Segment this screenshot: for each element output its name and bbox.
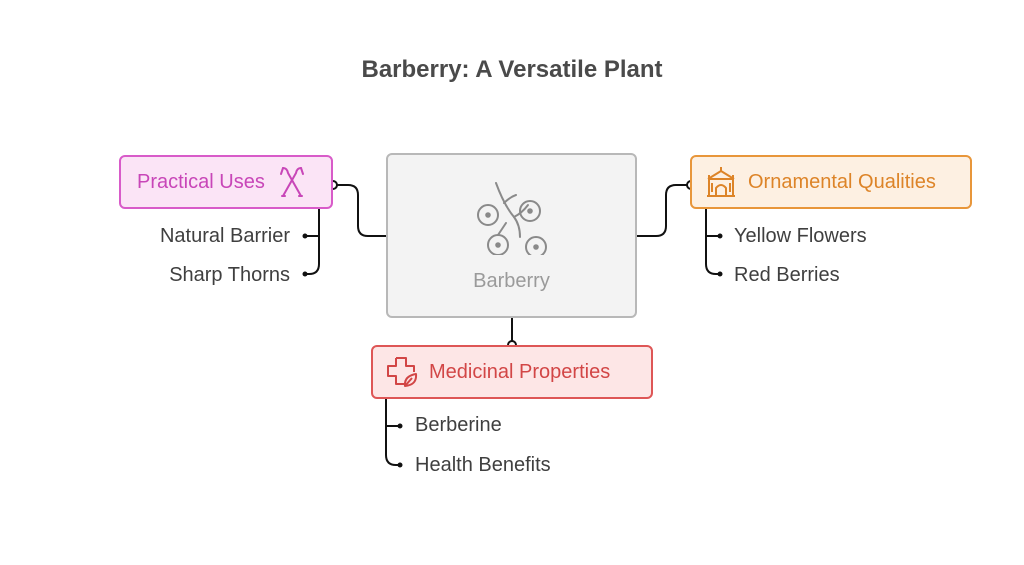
leaf-dot <box>397 423 403 429</box>
diagram-title: Barberry: A Versatile Plant <box>361 56 663 83</box>
leaf-red-berries: Red Berries <box>734 264 840 286</box>
leaf-dot <box>717 271 723 277</box>
branch-label: Practical Uses <box>137 170 265 193</box>
leaf-health-benefits: Health Benefits <box>415 454 551 476</box>
leaf-yellow-flowers: Yellow Flowers <box>734 225 867 247</box>
leaf-dot <box>302 233 308 239</box>
branch-label: Medicinal Properties <box>429 360 611 383</box>
leaf-dot <box>717 233 723 239</box>
branch-medicinal-properties: Medicinal Properties <box>371 345 653 399</box>
medical-cross-leaf-icon <box>387 357 418 387</box>
leaf-berberine: Berberine <box>415 414 502 436</box>
branch-practical-uses: Practical Uses <box>119 155 333 209</box>
leaf-dot <box>397 462 403 468</box>
palace-icon <box>707 167 735 197</box>
branch-ornamental-qualities: Ornamental Qualities <box>690 155 972 209</box>
leaf-natural-barrier: Natural Barrier <box>159 225 290 247</box>
leaf-sharp-thorns: Sharp Thorns <box>169 264 290 286</box>
crossed-tools-icon <box>279 167 304 197</box>
connector-medicinal-items <box>385 399 400 466</box>
connector-ornamental-items <box>705 209 720 275</box>
center-label: Barberry <box>473 270 550 292</box>
berries-icon <box>477 182 547 255</box>
branch-label: Ornamental Qualities <box>748 170 936 193</box>
connector-practical-items <box>305 209 320 275</box>
connector-ornamental <box>637 184 691 237</box>
connector-practical <box>333 184 386 237</box>
leaf-dot <box>302 271 308 277</box>
center-node: Barberry <box>386 153 637 318</box>
